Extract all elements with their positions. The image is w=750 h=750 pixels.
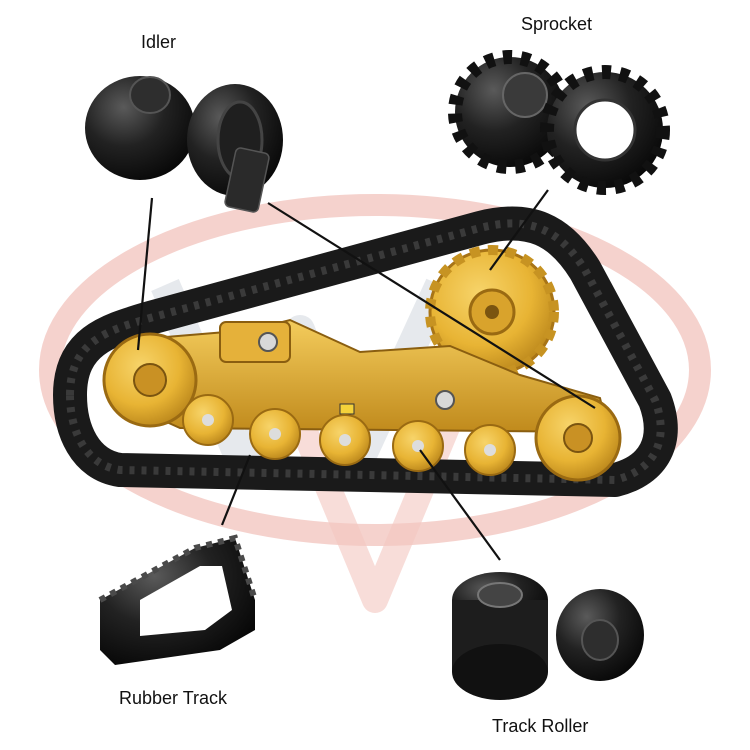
assembly-rollers <box>182 394 516 476</box>
assembly-idler <box>102 332 198 428</box>
frame-bolt <box>435 390 455 410</box>
sprocket-part <box>448 50 670 195</box>
bracket-bolt <box>258 332 278 352</box>
warning-decal <box>339 403 355 415</box>
rubber-track-part <box>98 534 258 665</box>
frame-bracket <box>219 321 291 363</box>
assembly-rear-idler <box>534 394 622 482</box>
leader-lines <box>136 189 596 561</box>
rubber-track-leader-line <box>220 454 252 526</box>
assembly-sprocket <box>425 245 559 379</box>
idler-part <box>85 76 283 213</box>
idler-label: Idler <box>141 32 177 52</box>
undercarriage-assembly <box>53 206 678 497</box>
rubber-track-label: Rubber Track <box>119 688 228 708</box>
sprocket-label: Sprocket <box>521 14 593 34</box>
track-roller-label: Track Roller <box>492 716 589 736</box>
sprocket-leader-line <box>489 189 549 271</box>
track-roller-part <box>452 572 644 700</box>
track-roller-leader-line <box>419 449 501 561</box>
idler-leader-line <box>136 197 154 351</box>
idler-rear-leader-line <box>267 202 596 409</box>
